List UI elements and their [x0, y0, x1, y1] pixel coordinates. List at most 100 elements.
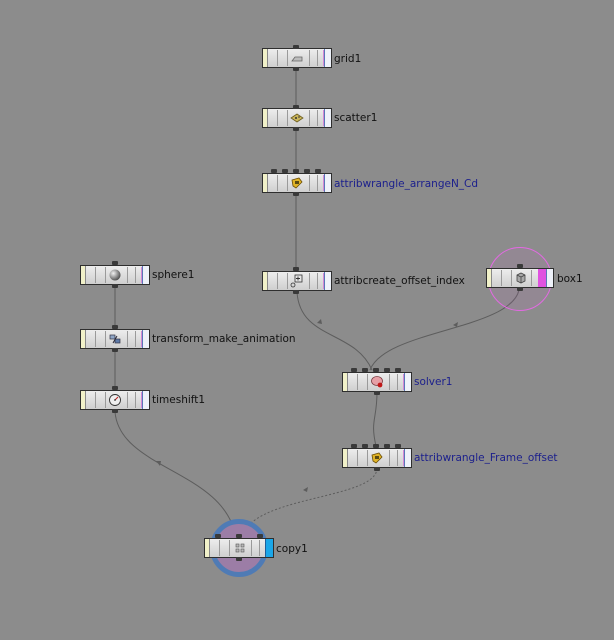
display-flag[interactable]: [546, 269, 553, 287]
grid-icon: [291, 56, 303, 62]
solver1-input-3[interactable]: [373, 368, 379, 372]
transform-icon: [109, 334, 121, 344]
wire-frameoffset-copy: [241, 467, 378, 539]
frame-offset-input-5[interactable]: [395, 444, 401, 448]
bypass-flag[interactable]: [343, 373, 348, 391]
box1-input[interactable]: [517, 264, 523, 268]
template-flag[interactable]: [403, 374, 404, 390]
frame-offset-input-2[interactable]: [362, 444, 368, 448]
offset-index-output[interactable]: [293, 290, 299, 294]
bypass-flag[interactable]: [263, 272, 268, 290]
template-flag[interactable]: [323, 175, 324, 191]
display-flag[interactable]: [324, 272, 331, 290]
box1-output[interactable]: [517, 287, 523, 291]
box-icon: [516, 272, 526, 284]
transform-output[interactable]: [112, 348, 118, 352]
transform-input[interactable]: [112, 325, 118, 329]
bypass-flag[interactable]: [343, 449, 348, 467]
solver1-output[interactable]: [374, 391, 380, 395]
template-flag[interactable]: [323, 110, 324, 126]
wire-timeshift-copy: [114, 411, 237, 539]
timeshift1-input[interactable]: [112, 386, 118, 390]
arrange-input-1[interactable]: [271, 169, 277, 173]
node-solver1[interactable]: [342, 372, 412, 392]
node-transform-make-animation[interactable]: [80, 329, 150, 349]
copy-icon: [235, 543, 245, 553]
sphere1-input[interactable]: [112, 261, 118, 265]
bypass-flag[interactable]: [263, 49, 268, 67]
display-flag[interactable]: [404, 373, 411, 391]
bypass-flag[interactable]: [81, 266, 86, 284]
arrange-input-5[interactable]: [315, 169, 321, 173]
copy1-output[interactable]: [236, 557, 242, 561]
copy1-input-1[interactable]: [215, 534, 221, 538]
node-label-box1: box1: [557, 273, 583, 285]
frame-offset-input-3[interactable]: [373, 444, 379, 448]
node-label-arrange: attribwrangle_arrangeN_Cd: [334, 178, 479, 190]
node-label-copy1: copy1: [276, 543, 308, 555]
timeshift1-output[interactable]: [112, 409, 118, 413]
template-flag[interactable]: [538, 269, 547, 287]
template-flag[interactable]: [141, 331, 142, 347]
display-flag[interactable]: [324, 109, 331, 127]
wire-arrow-1: [317, 319, 322, 324]
display-flag[interactable]: [404, 449, 411, 467]
node-sphere1[interactable]: [80, 265, 150, 285]
frame-offset-input-1[interactable]: [351, 444, 357, 448]
display-flag[interactable]: [265, 539, 273, 557]
node-attribwrangle-frame-offset[interactable]: [342, 448, 412, 468]
arrange-input-2[interactable]: [282, 169, 288, 173]
frame-offset-input-4[interactable]: [384, 444, 390, 448]
node-label-frame-offset: attribwrangle_Frame_offset: [414, 452, 558, 464]
display-flag[interactable]: [142, 391, 149, 409]
timeshift-icon: [109, 394, 121, 406]
offset-index-input[interactable]: [293, 267, 299, 271]
template-flag[interactable]: [141, 267, 142, 283]
node-scatter1[interactable]: [262, 108, 332, 128]
copy1-input-2[interactable]: [236, 534, 242, 538]
attribcreate-icon: [290, 274, 303, 288]
scatter1-output[interactable]: [293, 127, 299, 131]
solver1-input-1[interactable]: [351, 368, 357, 372]
wrangle-icon: [371, 452, 383, 464]
arrange-output[interactable]: [293, 192, 299, 196]
bypass-flag[interactable]: [81, 330, 86, 348]
template-flag[interactable]: [323, 50, 324, 66]
node-attribwrangle-arrangeN-Cd[interactable]: [262, 173, 332, 193]
template-flag[interactable]: [403, 450, 404, 466]
bypass-flag[interactable]: [263, 109, 268, 127]
sphere1-output[interactable]: [112, 284, 118, 288]
bypass-flag[interactable]: [263, 174, 268, 192]
bypass-flag[interactable]: [487, 269, 492, 287]
grid1-input[interactable]: [293, 45, 299, 49]
node-label-solver1: solver1: [414, 376, 453, 388]
bypass-flag[interactable]: [205, 539, 210, 557]
frame-offset-output[interactable]: [374, 467, 380, 471]
wire-arrow-3: [156, 461, 161, 466]
wire-arrow-2: [453, 322, 458, 327]
grid1-output[interactable]: [293, 67, 299, 71]
bypass-flag[interactable]: [81, 391, 86, 409]
display-flag[interactable]: [142, 266, 149, 284]
node-grid1[interactable]: [262, 48, 332, 68]
solver1-input-5[interactable]: [395, 368, 401, 372]
node-copy1[interactable]: [204, 538, 274, 558]
arrange-input-4[interactable]: [304, 169, 310, 173]
sphere-icon: [109, 269, 121, 281]
scatter1-input[interactable]: [293, 105, 299, 109]
template-flag[interactable]: [141, 392, 142, 408]
solver1-input-4[interactable]: [384, 368, 390, 372]
arrange-input-3[interactable]: [293, 169, 299, 173]
display-flag[interactable]: [142, 330, 149, 348]
node-attribcreate-offset-index[interactable]: [262, 271, 332, 291]
node-label-scatter1: scatter1: [334, 112, 378, 124]
display-flag[interactable]: [324, 49, 331, 67]
node-box1[interactable]: [486, 268, 554, 288]
node-timeshift1[interactable]: [80, 390, 150, 410]
template-flag[interactable]: [323, 273, 324, 289]
solver1-input-2[interactable]: [362, 368, 368, 372]
copy1-input-3[interactable]: [257, 534, 263, 538]
display-flag[interactable]: [324, 174, 331, 192]
node-label-transform: transform_make_animation: [152, 333, 296, 345]
